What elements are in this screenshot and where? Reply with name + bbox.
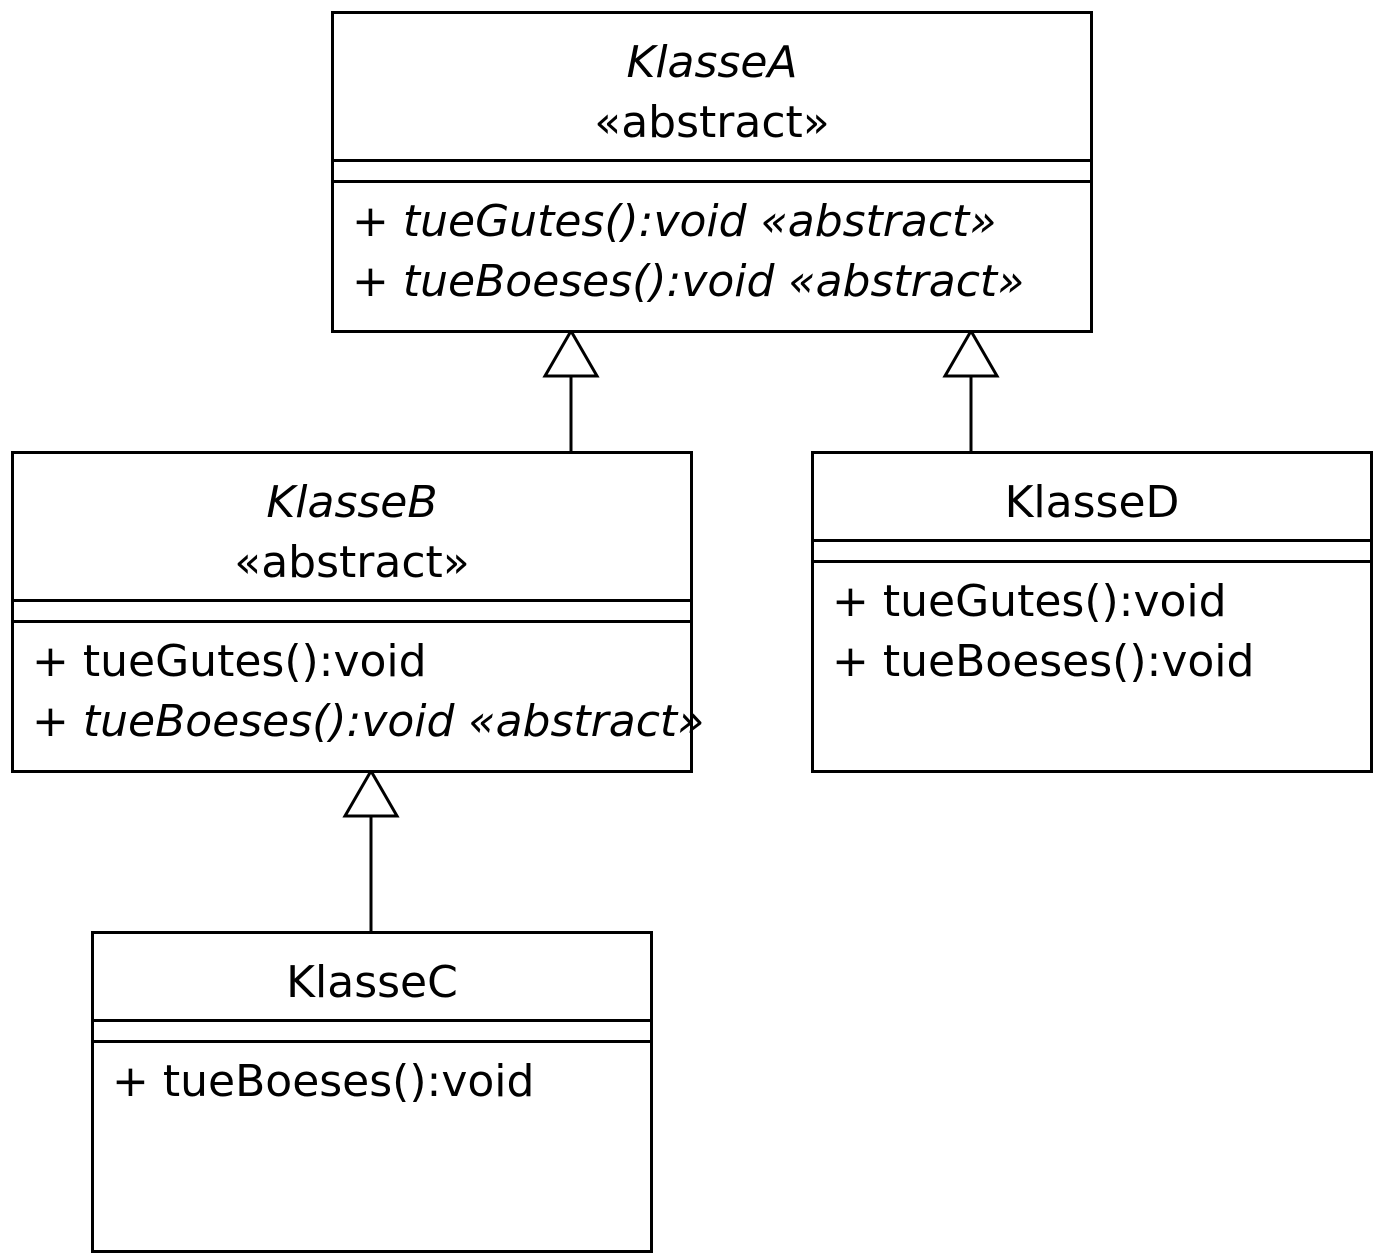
operations-list: + tueBoeses():void (112, 1052, 650, 1112)
class-name: KlasseA (626, 37, 798, 88)
class-klasse-d: KlasseD + tueGutes():void + tueBoeses():… (811, 451, 1373, 773)
attribute-compartment-top-rule (94, 1019, 650, 1022)
operation-signature: tueBoeses():void (162, 1056, 535, 1107)
class-name: KlasseC (286, 957, 458, 1008)
operation-compartment-top-rule (14, 620, 690, 623)
operation-item: + tueBoeses():void «abstract» (32, 692, 704, 752)
class-klasse-c: KlasseC + tueBoeses():void (91, 931, 653, 1253)
operations-list: + tueGutes():void «abstract» + tueBoeses… (352, 192, 1090, 312)
operation-item: + tueBoeses():void (832, 632, 1370, 692)
operation-compartment-top-rule (334, 180, 1090, 183)
operation-visibility: + (32, 696, 69, 747)
class-klasse-a: KlasseA «abstract» + tueGutes():void «ab… (331, 11, 1093, 333)
operation-compartment-top-rule (814, 560, 1370, 563)
class-klasse-b: KlasseB «abstract» + tueGutes():void + t… (11, 451, 704, 773)
attribute-compartment-top-rule (14, 599, 690, 602)
class-stereotype: «abstract» (234, 537, 470, 588)
operation-signature: tueGutes():void «abstract» (402, 196, 997, 247)
operations-list: + tueGutes():void + tueBoeses():void (832, 572, 1370, 692)
operation-signature: tueGutes():void (82, 636, 427, 687)
operation-visibility: + (832, 636, 869, 687)
class-stereotype: «abstract» (594, 97, 830, 148)
class-header: KlasseD (814, 473, 1370, 533)
operation-signature: tueBoeses():void «abstract» (402, 256, 1025, 307)
operation-item: + tueGutes():void (832, 572, 1370, 632)
attribute-compartment-top-rule (814, 539, 1370, 542)
class-name: KlasseB (266, 477, 438, 528)
operation-signature: tueGutes():void (882, 576, 1227, 627)
operation-compartment-top-rule (94, 1040, 650, 1043)
class-header: KlasseA «abstract» (334, 33, 1090, 153)
operation-item: + tueGutes():void (32, 632, 690, 692)
operation-item: + tueGutes():void «abstract» (352, 192, 1090, 252)
operation-item: + tueBoeses():void «abstract» (352, 252, 1090, 312)
generalization-arrowhead-b-to-a (542, 328, 600, 378)
operations-list: + tueGutes():void + tueBoeses():void «ab… (32, 632, 704, 752)
class-name: KlasseD (1004, 477, 1180, 528)
operation-visibility: + (352, 196, 389, 247)
attribute-compartment-top-rule (334, 159, 1090, 162)
class-header: KlasseB «abstract» (14, 473, 690, 593)
operation-visibility: + (32, 636, 69, 687)
operation-signature: tueBoeses():void (882, 636, 1255, 687)
operation-visibility: + (352, 256, 389, 307)
operation-signature: tueBoeses():void «abstract» (82, 696, 705, 747)
operation-item: + tueBoeses():void (112, 1052, 650, 1112)
class-header: KlasseC (94, 953, 650, 1013)
generalization-arrowhead-d-to-a (942, 328, 1000, 378)
operation-visibility: + (832, 576, 869, 627)
operation-visibility: + (112, 1056, 149, 1107)
generalization-arrowhead-c-to-b (342, 768, 400, 818)
